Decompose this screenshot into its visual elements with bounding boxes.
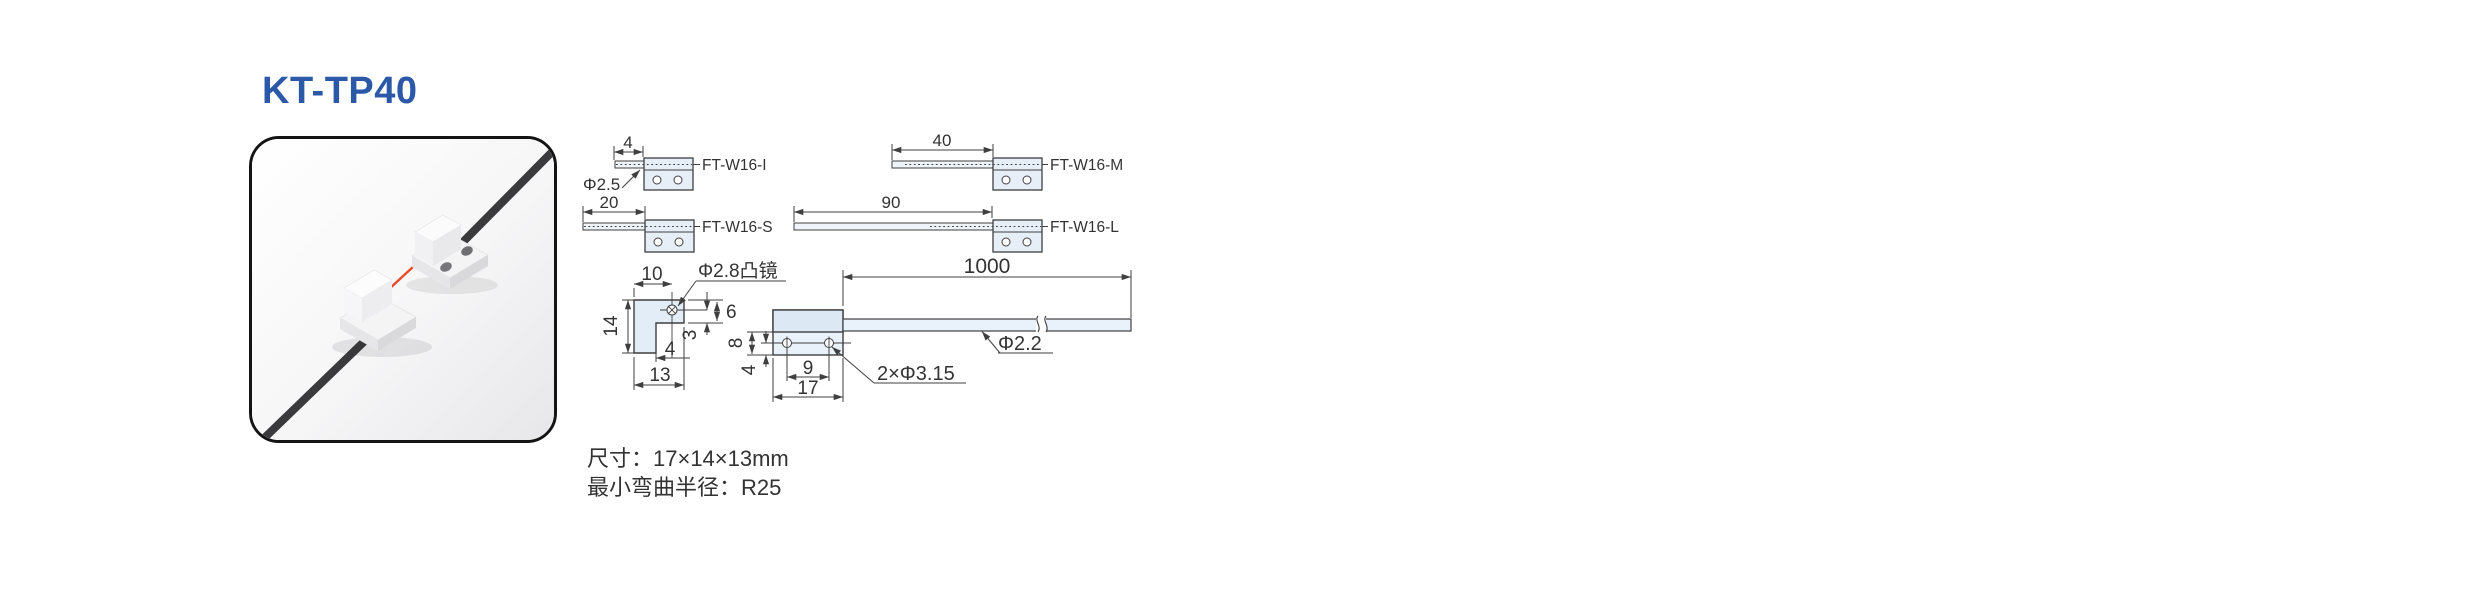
front-view <box>747 270 1132 402</box>
spec-size: 尺寸：17×14×13mm <box>587 446 789 471</box>
mounting-hole-photo <box>461 246 473 256</box>
dim-tip-m: 40 <box>933 131 952 150</box>
dim-tip-s: 20 <box>600 193 619 212</box>
cable-break-mark <box>1044 315 1048 333</box>
product-photo-render <box>252 139 554 440</box>
dim-top-width: 10 <box>641 264 662 285</box>
product-photo <box>249 136 557 443</box>
variant-ft-w16-l <box>793 206 1048 253</box>
fiber-cable-left <box>256 330 376 440</box>
dim-cable-length: 1000 <box>964 255 1011 278</box>
mounting-hole <box>1001 237 1011 247</box>
technical-drawing: 4 FT-W16-I 40 FT-W16-M 20 FT-W16-S 90 FT… <box>582 131 1132 402</box>
variant-label-m: FT-W16-M <box>1050 157 1123 174</box>
dim-hole-spacing: 9 <box>803 358 814 379</box>
dim-body-width: 17 <box>797 378 818 399</box>
mounting-hole <box>652 175 662 185</box>
tip-diameter-label: Φ2.5 <box>583 175 620 194</box>
variant-ft-w16-m <box>891 144 1048 191</box>
variant-label-s: FT-W16-S <box>702 219 773 236</box>
dim-hole-offset: 4 <box>739 364 760 375</box>
cable-break-gap <box>1036 317 1046 333</box>
cable-diameter-label: Φ2.2 <box>998 333 1042 355</box>
variant-label-l: FT-W16-L <box>1050 219 1119 236</box>
mounting-hole <box>674 237 684 247</box>
dim-tip-i: 4 <box>623 133 632 152</box>
mounting-hole <box>1001 175 1011 185</box>
lens-label: Φ2.8凸镜 <box>698 260 778 282</box>
product-title: KT-TP40 <box>262 70 418 112</box>
cable-outline <box>842 318 1132 332</box>
drawing-labels: 4 FT-W16-I 40 FT-W16-M 20 FT-W16-S 90 FT… <box>583 131 1123 399</box>
tip-diameter-leader <box>621 169 641 189</box>
dim-lens-to-step: 3 <box>680 330 701 341</box>
dim-height: 14 <box>601 315 622 337</box>
spec-bend-radius: 最小弯曲半径：R25 <box>587 475 782 500</box>
dim-step-depth: 6 <box>726 302 737 323</box>
mounting-hole <box>1022 175 1032 185</box>
variant-label-i: FT-W16-I <box>702 157 767 174</box>
mounting-hole <box>653 237 663 247</box>
cable-diameter-leader <box>981 331 1001 354</box>
dim-bottom-width: 13 <box>649 365 670 386</box>
cable-break-mark <box>1036 315 1040 333</box>
sensor-head-right <box>411 214 489 289</box>
spec-text: 尺寸：17×14×13mm 最小弯曲半径：R25 <box>587 444 789 502</box>
side-view <box>622 280 786 390</box>
variant-ft-w16-i <box>613 146 700 191</box>
sensor-head-left <box>339 269 417 351</box>
dim-leg-offset: 4 <box>665 339 676 360</box>
fiber-cable-right <box>452 148 554 253</box>
mounting-hole <box>673 175 683 185</box>
lens-label-leader <box>677 280 697 307</box>
mounting-hole-photo <box>440 262 452 272</box>
variant-ft-w16-s <box>582 206 700 253</box>
hole-note-leader <box>831 346 875 384</box>
photo-background <box>252 139 554 440</box>
mounting-hole <box>1022 237 1032 247</box>
hole-note: 2×Φ3.15 <box>877 363 955 385</box>
dim-body-height: 8 <box>726 338 747 349</box>
dim-tip-l: 90 <box>882 193 901 212</box>
